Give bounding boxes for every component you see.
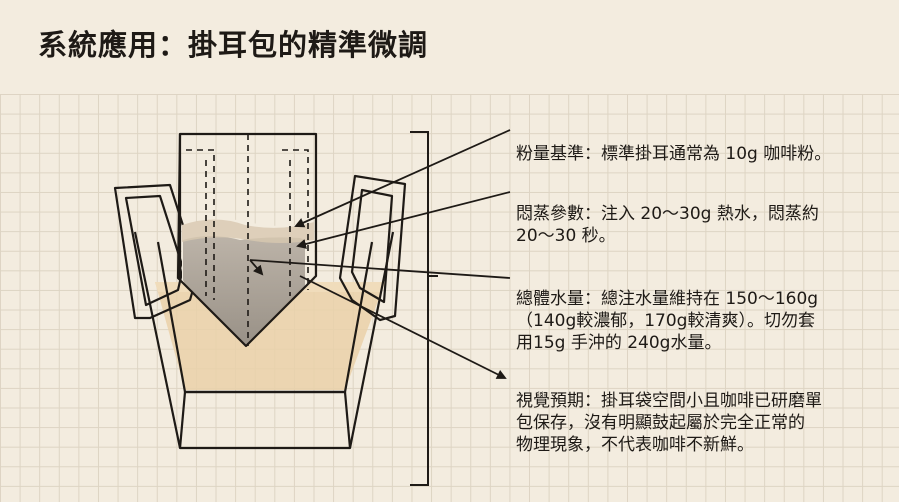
callout-arrows [249,129,511,379]
filter-bag-dashes [186,134,309,346]
note-total-water: 總體水量：總注水量維持在 150～160g （140g較濃郁，170g較清爽）。… [516,266,856,354]
filter-bag [176,132,318,348]
note-dose: 粉量基準：標準掛耳通常為 10g 咖啡粉。 [516,121,856,165]
coffee-grounds [183,236,305,345]
right-hanger [338,174,407,322]
note-dose-text: 標準掛耳通常為 10g 咖啡粉。 [601,144,832,164]
note-visual-expectation-text: 掛耳袋空間小且咖啡已研磨單 包保存，沒有明顯鼓起屬於完全正常的 物理現象，不代表… [516,391,822,455]
page-title: 系統應用：掛耳包的精準微調 [38,28,429,62]
note-total-water-label: 總體水量： [516,289,601,309]
cup [133,231,395,450]
note-visual-expectation-label: 視覺預期： [516,391,601,411]
note-bloom: 悶蒸參數：注入 20～30g 熱水，悶蒸約 20～30 秒。 [516,181,856,247]
note-bloom-label: 悶蒸參數： [516,204,601,224]
note-total-water-text: 總注水量維持在 150～160g （140g較濃郁，170g較清爽）。切勿套 用… [516,289,819,353]
bracket [410,131,429,486]
note-bloom-text: 注入 20～30g 熱水，悶蒸約 20～30 秒。 [516,204,819,246]
note-dose-label: 粉量基準： [516,144,601,164]
note-visual-expectation: 視覺預期：掛耳袋空間小且咖啡已研磨單 包保存，沒有明顯鼓起屬於完全正常的 物理現… [516,368,856,456]
wet-layer [182,219,314,243]
